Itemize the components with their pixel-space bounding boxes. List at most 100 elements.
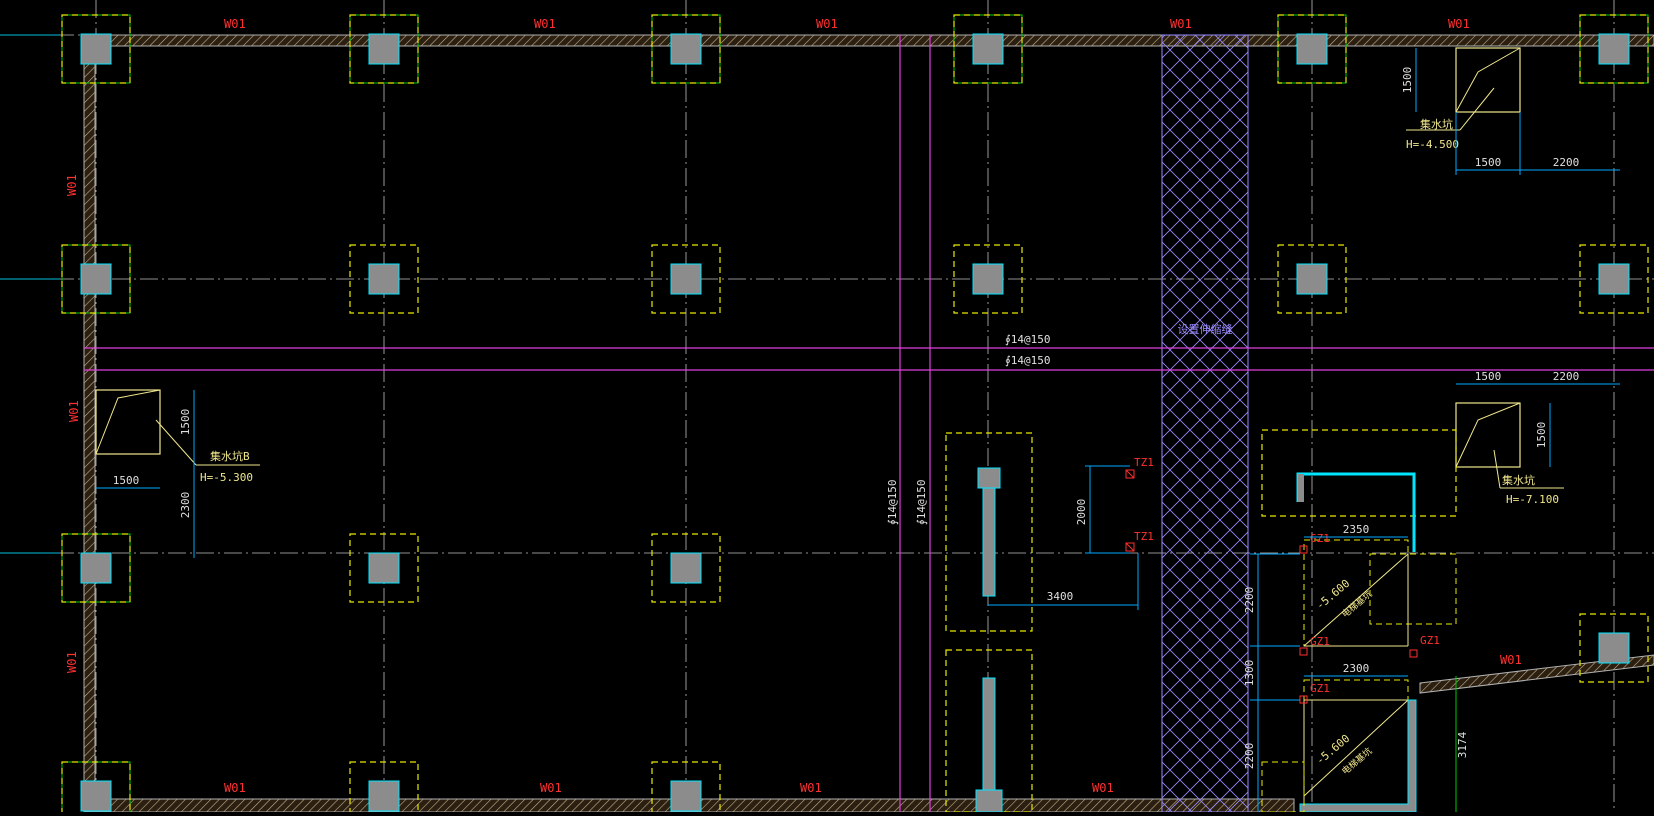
w01-label: W01 — [1448, 17, 1470, 31]
sump-pit-right: 集水坑 H=-7.100 1500 2200 1500 — [1455, 370, 1620, 506]
column[interactable] — [368, 552, 400, 584]
footing-dashed — [651, 14, 721, 84]
expansion-joint-label: 设置伸缩缝 — [1178, 322, 1233, 336]
ramp-bottom-note: 电梯基坑 — [1339, 745, 1374, 777]
column[interactable] — [1296, 263, 1328, 295]
ramp-bottom-level: -5.600 — [1314, 732, 1353, 768]
columns — [61, 14, 1649, 816]
tz1-dims — [988, 465, 1139, 610]
rebar-label-3: ∮14@150 — [886, 480, 899, 525]
wall-top — [83, 34, 1654, 47]
footing-dashed — [349, 244, 419, 314]
w01-label: W01 — [1500, 653, 1522, 667]
footing-dashed — [1579, 14, 1649, 84]
walls — [83, 34, 1654, 813]
footing-dashed — [61, 244, 131, 314]
column[interactable] — [80, 33, 112, 65]
dim-3174: 3174 — [1456, 731, 1469, 758]
tall-columns — [945, 432, 1033, 813]
dim-pit-right-1500v: 1500 — [1535, 422, 1548, 449]
sump-pit-left: 集水坑B H=-5.300 1500 1500 2300 — [95, 389, 260, 558]
dim-3400: 3400 — [1047, 590, 1074, 603]
column[interactable] — [80, 780, 112, 812]
column[interactable] — [1598, 632, 1630, 664]
footing-dashed — [651, 533, 721, 603]
footing-dashed — [1579, 244, 1649, 314]
column[interactable] — [1598, 263, 1630, 295]
gz1-label: GZ1 — [1310, 532, 1330, 545]
column[interactable] — [670, 552, 702, 584]
dim-pit-top-1500v: 1500 — [1401, 67, 1414, 94]
expansion-joint-hatch — [1161, 34, 1249, 813]
column[interactable] — [670, 33, 702, 65]
footing-dashed — [61, 533, 131, 603]
w01-labels: W01 W01 W01 W01 W01 W01 W01 W01 W01 W01 … — [65, 17, 1522, 795]
column[interactable] — [368, 780, 400, 812]
dim-elev-2200b: 2200 — [1243, 743, 1256, 770]
wall-right-slant — [1419, 654, 1654, 694]
gz1-label: GZ1 — [1310, 682, 1330, 695]
footing-dashed — [651, 244, 721, 314]
w01-label: W01 — [534, 17, 556, 31]
w01-label: W01 — [224, 781, 246, 795]
dim-2000: 2000 — [1075, 499, 1088, 526]
rebar-label-1: ∮14@150 — [1005, 333, 1050, 346]
footing-dashed — [1579, 613, 1649, 683]
tz1-markers: TZ1 TZ1 — [1125, 456, 1154, 552]
footing-dashed — [349, 14, 419, 84]
rebar-lines — [84, 35, 1654, 812]
gz1-label: GZ1 — [1310, 635, 1330, 648]
column[interactable] — [670, 780, 702, 812]
rebar-label-2: ∮14@150 — [1005, 354, 1050, 367]
dim-pit-top-1500h: 1500 — [1475, 156, 1502, 169]
column[interactable] — [972, 33, 1004, 65]
dim-pit-right-1500h: 1500 — [1475, 370, 1502, 383]
dim-elev-2200a: 2200 — [1243, 587, 1256, 614]
w01-label: W01 — [65, 651, 79, 673]
column[interactable] — [1296, 33, 1328, 65]
column[interactable] — [670, 263, 702, 295]
footing-dashed — [1277, 14, 1347, 84]
pit-right-h: H=-7.100 — [1506, 493, 1559, 506]
footing-dashed — [61, 14, 131, 84]
tz1-label: TZ1 — [1134, 456, 1154, 469]
footing-dashed — [1277, 244, 1347, 314]
dim-1300: 1300 — [1243, 660, 1256, 687]
tz1-label: TZ1 — [1134, 530, 1154, 543]
dim-pit-right-2200: 2200 — [1553, 370, 1580, 383]
w01-label: W01 — [800, 781, 822, 795]
pit-top-name: 集水坑 — [1420, 117, 1453, 131]
dim-2350: 2350 — [1343, 523, 1370, 536]
rebar-label-4: ∮14@150 — [915, 480, 928, 525]
pit-right-name: 集水坑 — [1502, 473, 1535, 487]
sump-pit-top: 集水坑 H=-4.500 1500 1500 2200 — [1401, 47, 1620, 175]
column[interactable] — [80, 552, 112, 584]
dim-elev-2300: 2300 — [1343, 662, 1370, 675]
w01-label: W01 — [67, 400, 81, 422]
w01-label: W01 — [816, 17, 838, 31]
column[interactable] — [80, 263, 112, 295]
footing-dashed — [349, 533, 419, 603]
footing-dashed — [953, 244, 1023, 314]
w01-label: W01 — [65, 174, 79, 196]
gz1-label: GZ1 — [1420, 634, 1440, 647]
wall-left — [83, 34, 96, 813]
dim-pit-top-2200: 2200 — [1553, 156, 1580, 169]
dim-pit-left-1500h: 1500 — [113, 474, 140, 487]
column[interactable] — [368, 33, 400, 65]
column[interactable] — [368, 263, 400, 295]
footing-dashed — [651, 761, 721, 816]
w01-label: W01 — [540, 781, 562, 795]
w01-label: W01 — [224, 17, 246, 31]
footing-dashed — [349, 761, 419, 816]
column[interactable] — [972, 263, 1004, 295]
dim-pit-left-2300: 2300 — [179, 492, 192, 519]
footing-dashed — [61, 761, 131, 816]
axis-stubs — [0, 34, 60, 554]
elevator-pit-area: -5.600 电梯基坑 -5.600 电梯基坑 GZ1 GZ1 GZ1 GZ1 … — [1243, 429, 1469, 813]
pit-top-h: H=-4.500 — [1406, 138, 1459, 151]
column[interactable] — [1598, 33, 1630, 65]
